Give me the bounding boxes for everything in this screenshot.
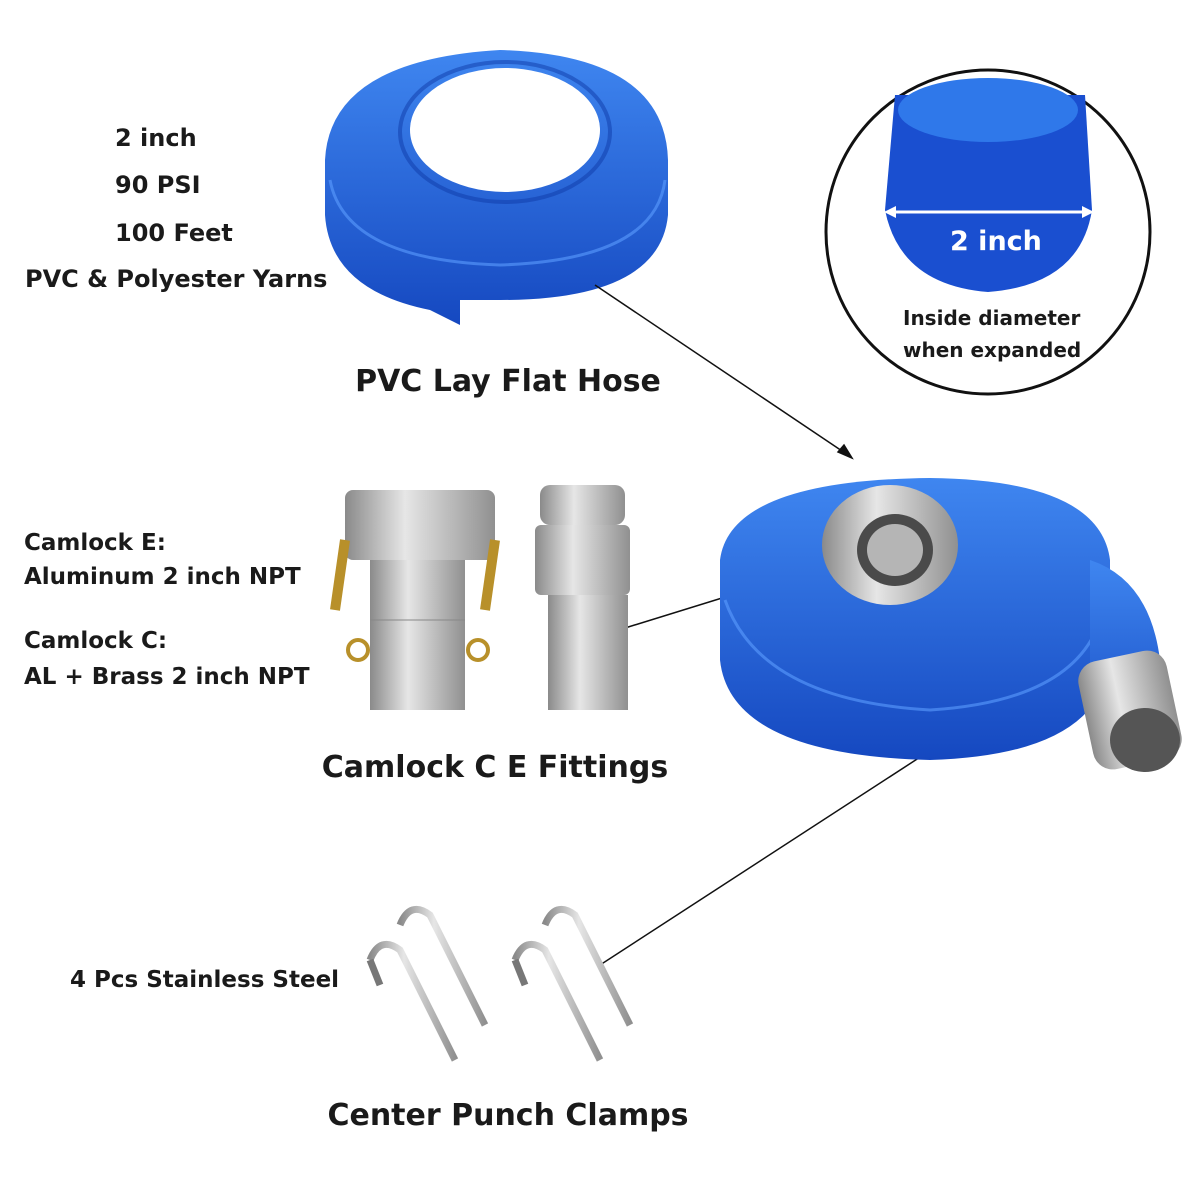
clamps-caption: Center Punch Clamps (327, 1098, 689, 1133)
clamps-image (366, 905, 634, 1062)
clamps-spec: 4 Pcs Stainless Steel (70, 967, 340, 993)
spec-length: 100 Feet (115, 219, 233, 247)
camlock-c-detail: AL + Brass 2 inch NPT (24, 664, 310, 690)
camlock-e-name: Camlock E: (24, 530, 166, 556)
hose-assembly-image (720, 478, 1182, 772)
camlock-e-detail: Aluminum 2 inch NPT (24, 564, 301, 590)
diameter-size: 2 inch (950, 226, 1042, 257)
camlock-c-name: Camlock C: (24, 628, 168, 654)
spec-size: 2 inch (115, 124, 197, 152)
hose-caption: PVC Lay Flat Hose (355, 364, 661, 399)
diameter-note-2: when expanded (903, 338, 1082, 362)
fittings-caption: Camlock C E Fittings (321, 750, 669, 785)
hose-roll-image (325, 50, 668, 325)
camlock-e-fitting-image (535, 485, 630, 710)
camlock-c-fitting-image (330, 490, 500, 710)
diameter-callout (824, 68, 1152, 396)
spec-material: PVC & Polyester Yarns (25, 265, 328, 293)
diameter-note-1: Inside diameter (903, 306, 1081, 330)
spec-pressure: 90 PSI (115, 171, 201, 199)
